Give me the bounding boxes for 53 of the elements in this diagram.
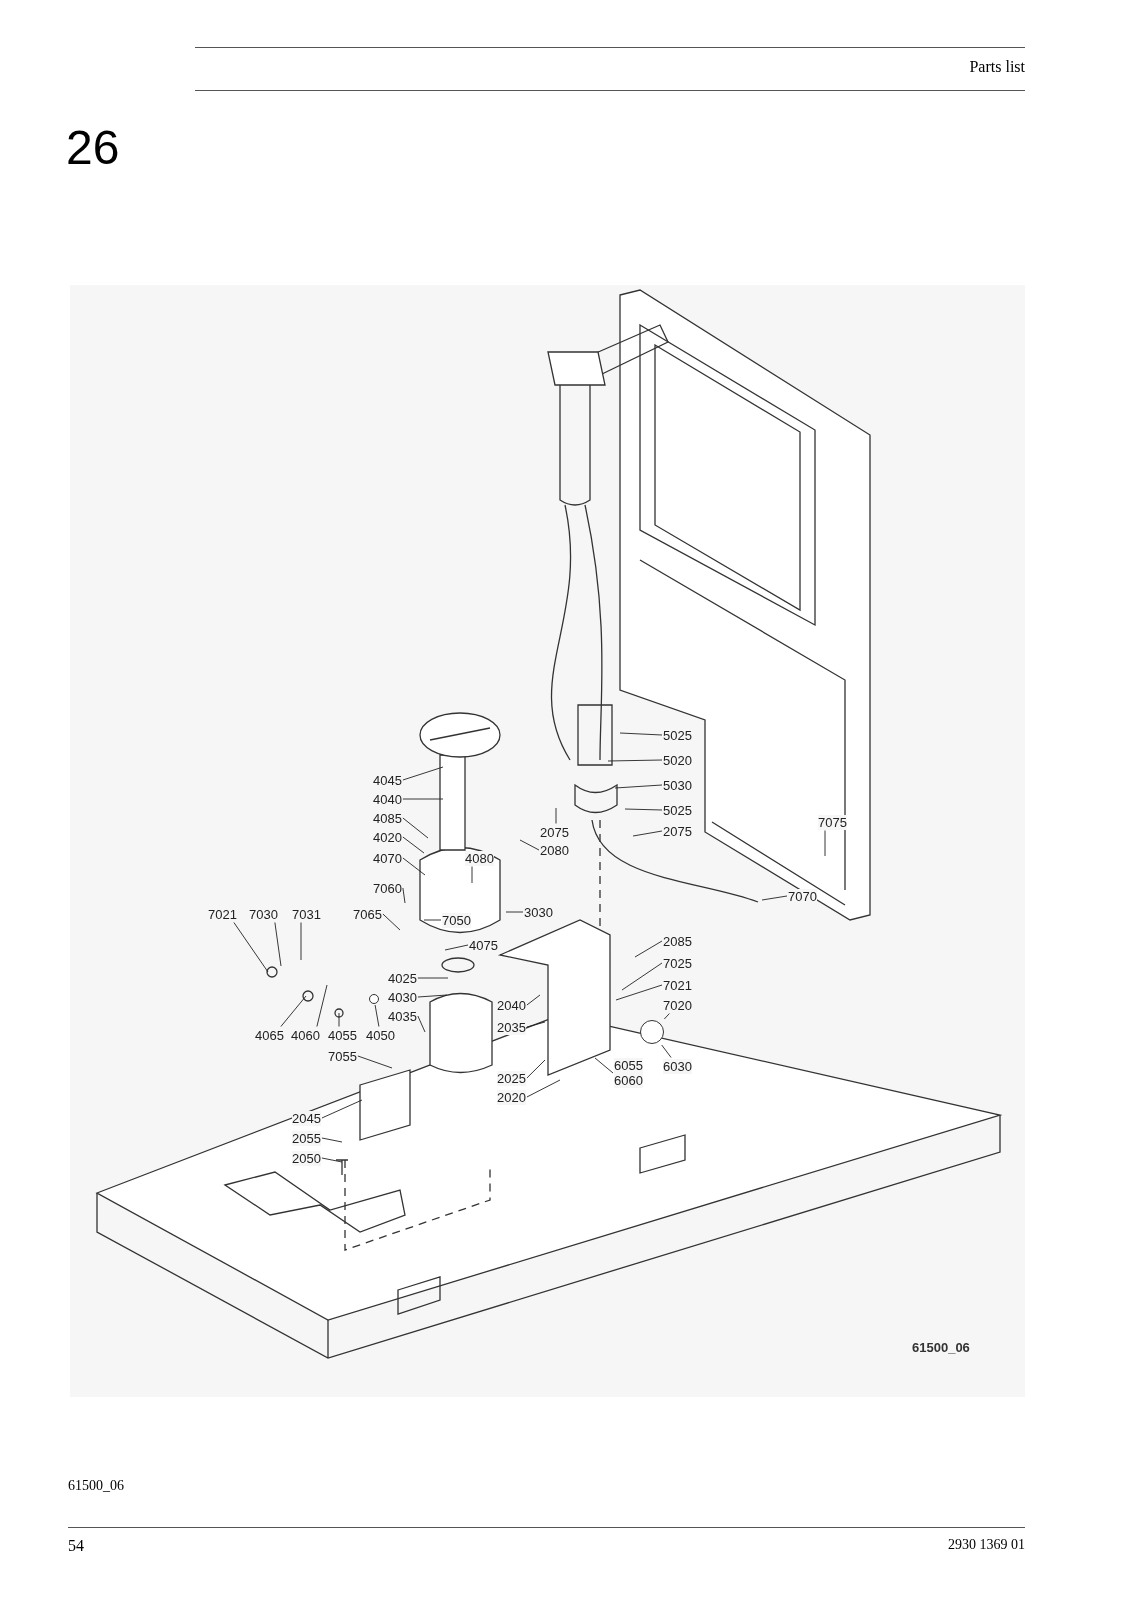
leader-line bbox=[619, 732, 663, 736]
leader-line bbox=[417, 994, 448, 998]
leader-line bbox=[634, 940, 663, 958]
leader-line bbox=[526, 1079, 561, 1098]
leader-line bbox=[300, 922, 302, 961]
document-number: 2930 1369 01 bbox=[948, 1537, 1025, 1553]
leader-line bbox=[661, 1044, 672, 1058]
leader-line bbox=[423, 919, 442, 921]
leader-line bbox=[663, 1013, 670, 1020]
leader-line bbox=[594, 1057, 614, 1074]
page-number: 54 bbox=[68, 1537, 84, 1555]
leader-line bbox=[402, 857, 426, 876]
leader-line bbox=[526, 1059, 546, 1079]
section-number: 26 bbox=[66, 122, 120, 174]
leader-line bbox=[505, 911, 524, 913]
leader-line bbox=[321, 1099, 363, 1119]
leader-line bbox=[526, 994, 541, 1006]
callout-number: 6060 bbox=[614, 1073, 643, 1088]
leader-line bbox=[402, 887, 406, 904]
leader-line bbox=[402, 836, 425, 854]
leader-line bbox=[624, 808, 663, 811]
leader-line bbox=[402, 817, 429, 839]
leader-line bbox=[402, 798, 444, 800]
leader-line bbox=[417, 977, 449, 979]
leader-line bbox=[526, 1021, 546, 1028]
leader-line bbox=[382, 913, 401, 931]
leader-line bbox=[316, 984, 328, 1027]
leader-line bbox=[233, 922, 269, 973]
leader-line bbox=[555, 807, 557, 824]
leader-line bbox=[357, 1055, 393, 1069]
leader-line bbox=[621, 962, 663, 991]
seal-ring bbox=[369, 994, 379, 1004]
leader-line bbox=[321, 1137, 343, 1143]
leader-line bbox=[761, 895, 788, 901]
leader-line bbox=[321, 1157, 343, 1163]
leader-line bbox=[519, 839, 540, 851]
figure-number: 61500_06 bbox=[912, 1340, 970, 1355]
leader-line bbox=[824, 830, 826, 857]
leader-line bbox=[280, 995, 307, 1027]
leader-line bbox=[607, 759, 663, 762]
leader-line bbox=[338, 1012, 340, 1027]
leader-line bbox=[632, 830, 663, 837]
figure-number: 61500_06 bbox=[68, 1478, 124, 1494]
leader-line bbox=[274, 922, 282, 967]
leader-line bbox=[444, 944, 469, 951]
header-title: Parts list bbox=[969, 58, 1025, 76]
leader-line bbox=[471, 866, 473, 884]
callout-number: 6055 bbox=[614, 1058, 643, 1073]
leader-line bbox=[417, 1015, 426, 1033]
leader-line bbox=[374, 1004, 380, 1027]
leader-line bbox=[402, 766, 444, 781]
leader-line bbox=[614, 784, 663, 789]
leader-line bbox=[615, 984, 663, 1001]
